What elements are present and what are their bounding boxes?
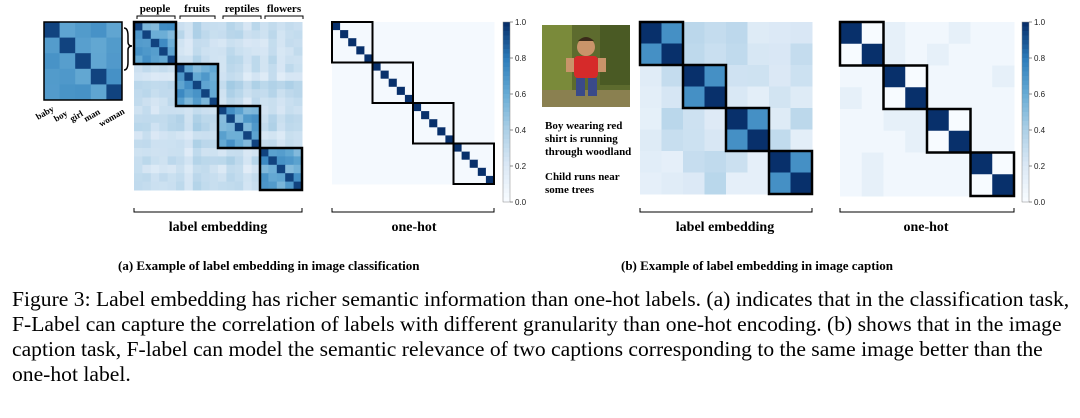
group-label-fruits: fruits [184, 3, 210, 15]
label-embedding-heatmap-b [638, 20, 814, 196]
panel-a-left-title: label embedding [169, 220, 267, 235]
caption-1-line-3: through woodland [545, 146, 631, 158]
small-label-baby: baby [34, 103, 56, 121]
caption-photo [542, 25, 630, 107]
panel-a-right-title: one-hot [391, 220, 436, 235]
subcaption-b: (b) Example of label embedding in image … [621, 258, 893, 273]
small-heatmap-axis-labels: baby boy girl man woman [34, 103, 126, 128]
panel-b-left-title: label embedding [676, 220, 774, 235]
colorbar-tick-label: 0.6 [515, 90, 527, 99]
colorbar-tick-label: 1.0 [515, 18, 527, 27]
group-label-flowers: flowers [267, 3, 302, 15]
colorbar-tick-label: 0.2 [515, 162, 527, 171]
colorbar-tick-label: 0.8 [515, 54, 527, 63]
colorbar-tick-label: 0.4 [515, 126, 527, 135]
subcaption-a: (a) Example of label embedding in image … [118, 258, 420, 273]
figure-caption: Figure 3: Label embedding has richer sem… [12, 287, 1070, 386]
colorbar-tick-label: 0.0 [1034, 198, 1046, 207]
colorbar-tick-label: 0.6 [1034, 90, 1046, 99]
colorbar-tick-label: 0.2 [1034, 162, 1046, 171]
zoom-brace [123, 27, 133, 71]
colorbar-tick-label: 1.0 [1034, 18, 1046, 27]
panel-b-right-title: one-hot [903, 220, 948, 235]
one-hot-heatmap-b [838, 20, 1016, 198]
small-label-boy: boy [52, 108, 70, 124]
small-people-heatmap [43, 21, 123, 101]
one-hot-heatmap-a [331, 21, 495, 185]
colorbar-tick-label: 0.8 [1034, 54, 1046, 63]
caption-1-line-2: shirt is running [545, 133, 618, 145]
label-embedding-heatmap-a [132, 20, 304, 192]
group-label-reptiles: reptiles [225, 3, 260, 15]
colorbar-b: 1.0 0.8 0.6 0.4 0.2 0.0 [1021, 18, 1046, 207]
colorbar-tick-label: 0.0 [515, 198, 527, 207]
caption-texts: Boy wearing red shirt is running through… [545, 120, 631, 196]
caption-1-line-1: Boy wearing red [545, 120, 622, 132]
group-labels: people fruits reptiles flowers [136, 3, 304, 19]
colorbar-a: 1.0 0.8 0.6 0.4 0.2 0.0 [502, 18, 527, 207]
caption-2-line-1: Child runs near [545, 171, 620, 183]
small-label-woman: woman [97, 106, 126, 129]
group-label-people: people [140, 3, 171, 15]
colorbar-tick-label: 0.4 [1034, 126, 1046, 135]
figure-3: baby boy girl man woman people fruits re… [34, 3, 1046, 235]
caption-2-line-2: some trees [545, 184, 595, 196]
